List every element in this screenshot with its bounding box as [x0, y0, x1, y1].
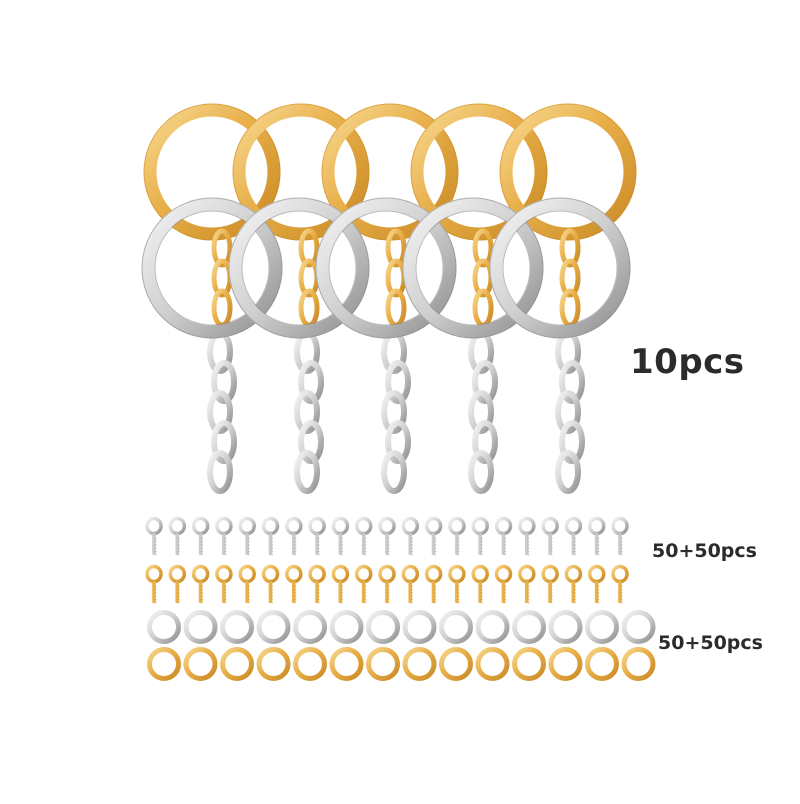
keyring-chains: [207, 228, 585, 494]
screw-eye-count-label: 50+50pcs: [652, 540, 757, 562]
jump-ring-count-label: 50+50pcs: [658, 632, 763, 654]
keyring-count-label: 10pcs: [630, 342, 745, 382]
gold-split-rings: [143, 103, 637, 241]
silver-split-rings: [141, 197, 631, 339]
screw-eye-pins: [145, 516, 629, 604]
jump-rings: [147, 610, 656, 681]
